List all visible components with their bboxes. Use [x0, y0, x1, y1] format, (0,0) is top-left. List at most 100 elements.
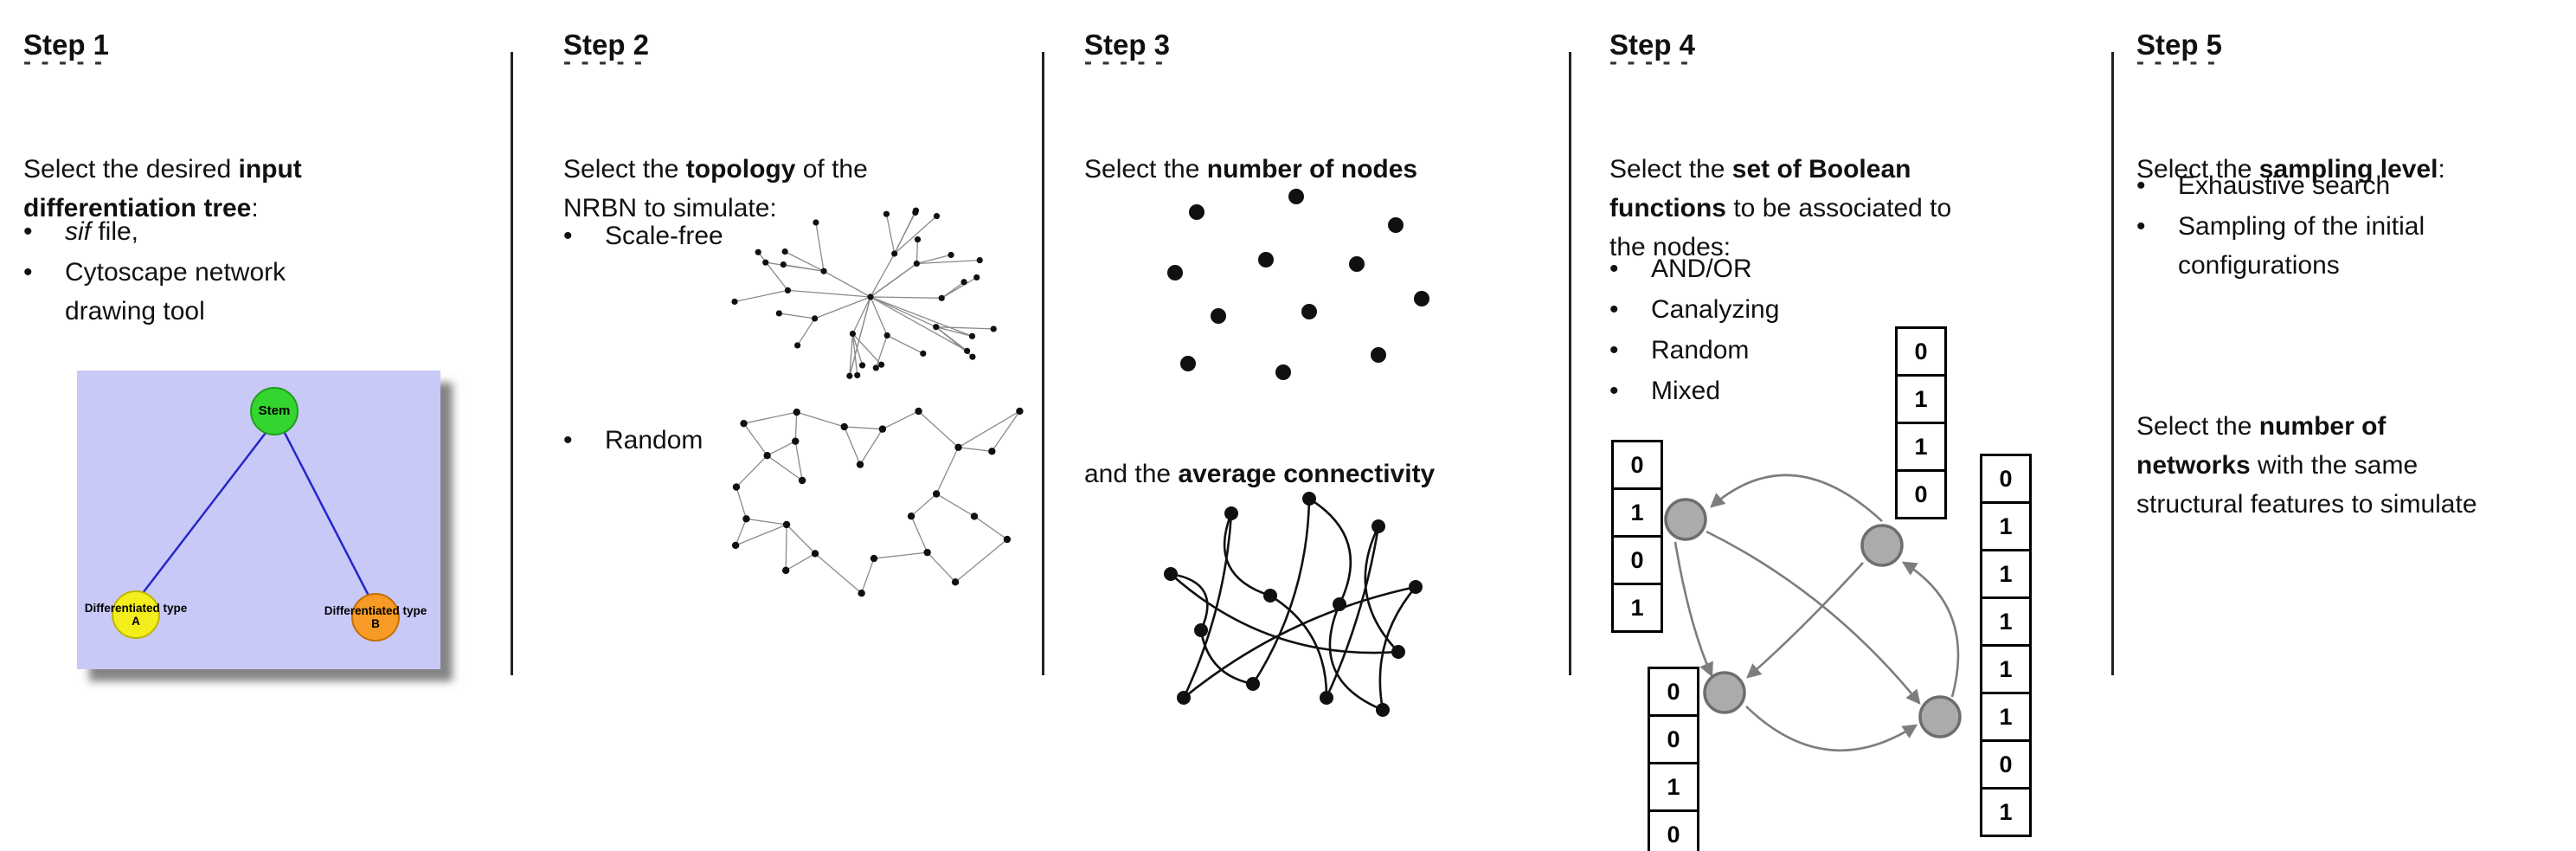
truth-table-cell: 1 [1611, 487, 1663, 538]
node-dot [968, 332, 976, 339]
node-dot [820, 268, 827, 274]
edge-line [743, 422, 768, 456]
edge-line [734, 289, 788, 303]
node-dot [763, 452, 771, 460]
node-dot [813, 219, 819, 226]
text-run: with the same [2250, 451, 2419, 480]
bullet-text: Exhaustive search [2178, 171, 2391, 200]
bold-text: topology [685, 155, 796, 184]
connectivity-curve [1307, 497, 1352, 606]
edge-line [784, 251, 825, 272]
node-dot [731, 298, 738, 306]
edge-line [785, 552, 816, 571]
truth-table-cell: 0 [1648, 714, 1699, 764]
truth-table-cell: 0 [1648, 667, 1699, 717]
node-dot [781, 248, 788, 255]
node-dot [1333, 597, 1346, 611]
connectivity-curve [1169, 572, 1400, 654]
node-dot [872, 364, 879, 371]
edge-line [746, 518, 787, 525]
step2-dashes: - - - - - [563, 48, 644, 74]
text-run: Select the [2136, 412, 2259, 441]
truth-table-cell: 1 [1980, 787, 2032, 837]
node-dot [782, 520, 791, 529]
edge-line [958, 447, 992, 452]
edge-line [767, 455, 803, 481]
network-node [1664, 498, 1707, 541]
bold-text: input [238, 155, 302, 184]
truth-table-right: 0 1 1 1 1 1 0 1 [1980, 454, 2032, 837]
step4-bullet-canalyzing: • Canalyzing [1609, 290, 1779, 329]
bullet-text: Mixed [1651, 377, 1721, 405]
connectivity-curve [1378, 585, 1417, 712]
node-dot [883, 332, 890, 339]
regulation-arrow [1673, 541, 1713, 678]
node-dot [858, 590, 865, 597]
edge-line [991, 410, 1020, 452]
bullet-marker: • [563, 426, 573, 455]
step4-bullet-and-or: • AND/OR [1609, 249, 1752, 288]
step3-intro: Select the number of nodes [1084, 150, 1569, 189]
edge-line [875, 335, 888, 369]
regulation-arrow [1706, 530, 1921, 705]
column-divider-3 [1569, 52, 1571, 675]
edge-line [794, 412, 798, 442]
node-dot [811, 550, 819, 558]
node-dot [781, 566, 790, 575]
edge-line [849, 296, 871, 377]
edge-line [851, 333, 883, 365]
edge-line [785, 524, 787, 571]
edge-line [910, 515, 928, 553]
connectivity-curve [1269, 594, 1328, 699]
bullet-text: Canalyzing [1651, 295, 1780, 324]
connectivity-curve [1182, 512, 1233, 699]
edge-line [915, 239, 919, 264]
node-dot [969, 353, 976, 360]
node-dot [794, 342, 801, 349]
node-dot [775, 310, 782, 317]
node-dot [856, 461, 864, 468]
text-run: and the [1084, 460, 1179, 488]
edge-line [916, 259, 980, 265]
type-a-node [112, 590, 160, 639]
node-dot [780, 261, 787, 268]
node-dot [731, 541, 740, 550]
node-dot [793, 408, 800, 416]
step4-bullet-mixed: • Mixed [1609, 371, 1720, 410]
node-dot [1371, 347, 1386, 363]
bullet-marker: • [1609, 336, 1619, 364]
node-dot [1414, 291, 1429, 306]
node-dot [1263, 589, 1277, 603]
edge-line [765, 261, 825, 272]
edge-line [844, 426, 883, 430]
edge-line [735, 524, 787, 546]
text-run: Select the [2136, 155, 2259, 184]
edge-line [779, 313, 815, 319]
edge-line [870, 296, 973, 337]
node-dot [932, 490, 941, 498]
edge-line [851, 296, 871, 334]
node-dot [1164, 567, 1178, 581]
node-dot [1301, 304, 1317, 319]
bullet-text: Scale-free [605, 222, 723, 250]
tree-edge-left [142, 432, 267, 594]
step4-bullet-random: • Random [1609, 331, 1749, 370]
node-dot [1349, 256, 1365, 272]
node-dot [762, 259, 769, 266]
bullet-marker: • [1609, 377, 1619, 405]
edge-line [814, 296, 871, 319]
edge-line [870, 253, 896, 298]
node-dot [798, 476, 806, 485]
step5-intro: Select the sampling level: [2136, 150, 2573, 189]
edge-line [873, 551, 928, 559]
truth-table-cell: 1 [1980, 692, 2032, 742]
edge-line [735, 519, 748, 546]
step1-column: Step 1 - - - - - Select the desired inpu… [23, 0, 491, 851]
truth-table-cell: 0 [1895, 469, 1947, 519]
bullet-marker: • [23, 258, 33, 287]
bullet-marker: • [1609, 295, 1619, 324]
node-dot [732, 483, 741, 491]
column-divider-1 [511, 52, 513, 675]
edge-line [794, 441, 803, 481]
